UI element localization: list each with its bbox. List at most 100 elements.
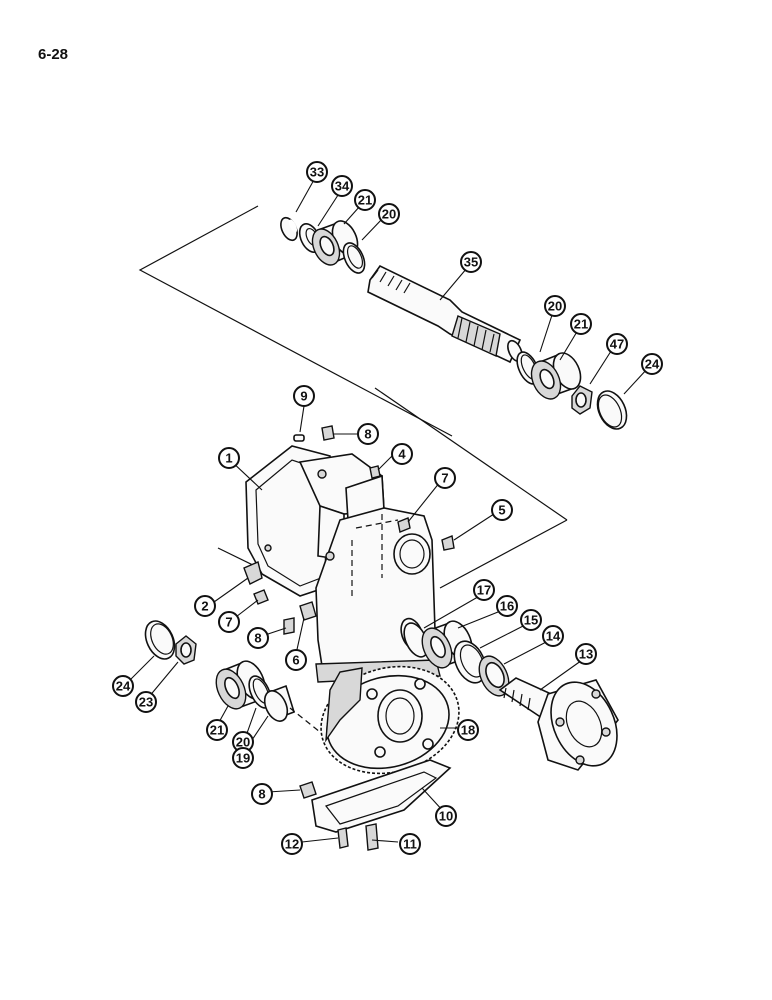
ring-15 (453, 640, 487, 684)
callout-21: 21 (354, 189, 376, 211)
plug-5 (441, 535, 455, 551)
output-assembly (403, 620, 619, 771)
callout-47: 47 (606, 333, 628, 355)
callout-14: 14 (542, 625, 564, 647)
callout-12: 12 (281, 833, 303, 855)
callout-13: 13 (575, 643, 597, 665)
callout-label: 8 (364, 427, 371, 442)
callout-35: 35 (460, 251, 482, 273)
callout-label: 5 (498, 503, 505, 518)
callout-18: 18 (457, 719, 479, 741)
callout-5: 5 (491, 499, 513, 521)
callout-19: 19 (232, 747, 254, 769)
plug-8-bottom (299, 781, 317, 799)
callout-label: 19 (236, 751, 250, 766)
callout-21: 21 (206, 719, 228, 741)
bearing-21-upper (311, 220, 359, 266)
callout-label: 33 (310, 165, 324, 180)
snap-ring-33 (280, 216, 298, 242)
leader-lines (127, 177, 649, 843)
callout-label: 7 (225, 615, 232, 630)
callout-label: 20 (236, 735, 250, 750)
callout-8: 8 (251, 783, 273, 805)
callout-label: 4 (398, 447, 406, 462)
callout-8: 8 (357, 423, 379, 445)
callout-24: 24 (641, 353, 663, 375)
bolt-6 (299, 601, 317, 621)
callout-17: 17 (473, 579, 495, 601)
spacer-19 (263, 684, 295, 722)
bottom-cover-10 (299, 759, 452, 851)
callout-20: 20 (378, 203, 400, 225)
nut-47 (571, 385, 593, 415)
callout-label: 15 (524, 613, 538, 628)
callout-6: 6 (285, 649, 307, 671)
callout-9: 9 (293, 385, 315, 407)
cap-24-lower (144, 620, 176, 660)
callout-8: 8 (247, 627, 269, 649)
callout-label: 17 (477, 583, 491, 598)
callout-16: 16 (496, 595, 518, 617)
callout-label: 12 (285, 837, 299, 852)
plug-8-top (321, 425, 335, 441)
callout-7: 7 (434, 467, 456, 489)
callout-label: 8 (258, 787, 265, 802)
callout-label: 10 (439, 809, 453, 824)
callout-label: 11 (403, 837, 417, 852)
bolt-12 (337, 827, 349, 849)
gear-housing (245, 445, 441, 683)
pin-9 (293, 434, 305, 442)
callout-4: 4 (391, 443, 413, 465)
fitting-7-right (397, 517, 411, 533)
callout-label: 34 (335, 179, 350, 194)
callout-label: 35 (464, 255, 478, 270)
callout-label: 47 (610, 337, 624, 352)
output-flange-13 (498, 677, 619, 771)
callout-1: 1 (218, 447, 240, 469)
callout-label: 20 (382, 207, 396, 222)
callout-7: 7 (218, 611, 240, 633)
callout-20: 20 (544, 295, 566, 317)
callout-label: 18 (461, 723, 475, 738)
callout-34: 34 (331, 175, 353, 197)
callout-label: 8 (254, 631, 261, 646)
plug-4 (369, 465, 381, 479)
callout-2: 2 (194, 595, 216, 617)
callout-23: 23 (135, 691, 157, 713)
callout-20: 20 (232, 731, 254, 753)
callout-label: 6 (292, 653, 299, 668)
callout-11: 11 (399, 833, 421, 855)
callout-15: 15 (520, 609, 542, 631)
callout-10: 10 (435, 805, 457, 827)
pinion-shaft-35 (367, 264, 523, 364)
callout-label: 24 (645, 357, 660, 372)
callout-label: 9 (300, 389, 307, 404)
nut-23 (175, 635, 197, 665)
bearing-21-lower (215, 660, 266, 710)
callout-label: 13 (579, 647, 593, 662)
callout-label: 23 (139, 695, 153, 710)
page-number: 6-28 (38, 46, 69, 63)
callout-24: 24 (112, 675, 134, 697)
seal-14 (478, 655, 510, 697)
plug-8-mid (283, 617, 295, 635)
bolt-2 (243, 561, 263, 585)
gear-18 (320, 665, 460, 775)
callout-label: 21 (574, 317, 588, 332)
callout-label: 24 (116, 679, 131, 694)
callout-label: 14 (546, 629, 561, 644)
callout-label: 2 (201, 599, 208, 614)
retaining-ring-20-upper (342, 242, 366, 274)
callout-label: 7 (441, 471, 448, 486)
callout-label: 16 (500, 599, 514, 614)
callout-21: 21 (570, 313, 592, 335)
callout-label: 21 (358, 193, 372, 208)
bearing-21-right (530, 352, 582, 400)
bolt-11 (365, 823, 379, 851)
left-bearing-assembly (144, 620, 331, 741)
callout-label: 21 (210, 723, 224, 738)
callout-label: 1 (225, 451, 232, 466)
cap-24-upper (596, 390, 628, 430)
callout-33: 33 (306, 161, 328, 183)
